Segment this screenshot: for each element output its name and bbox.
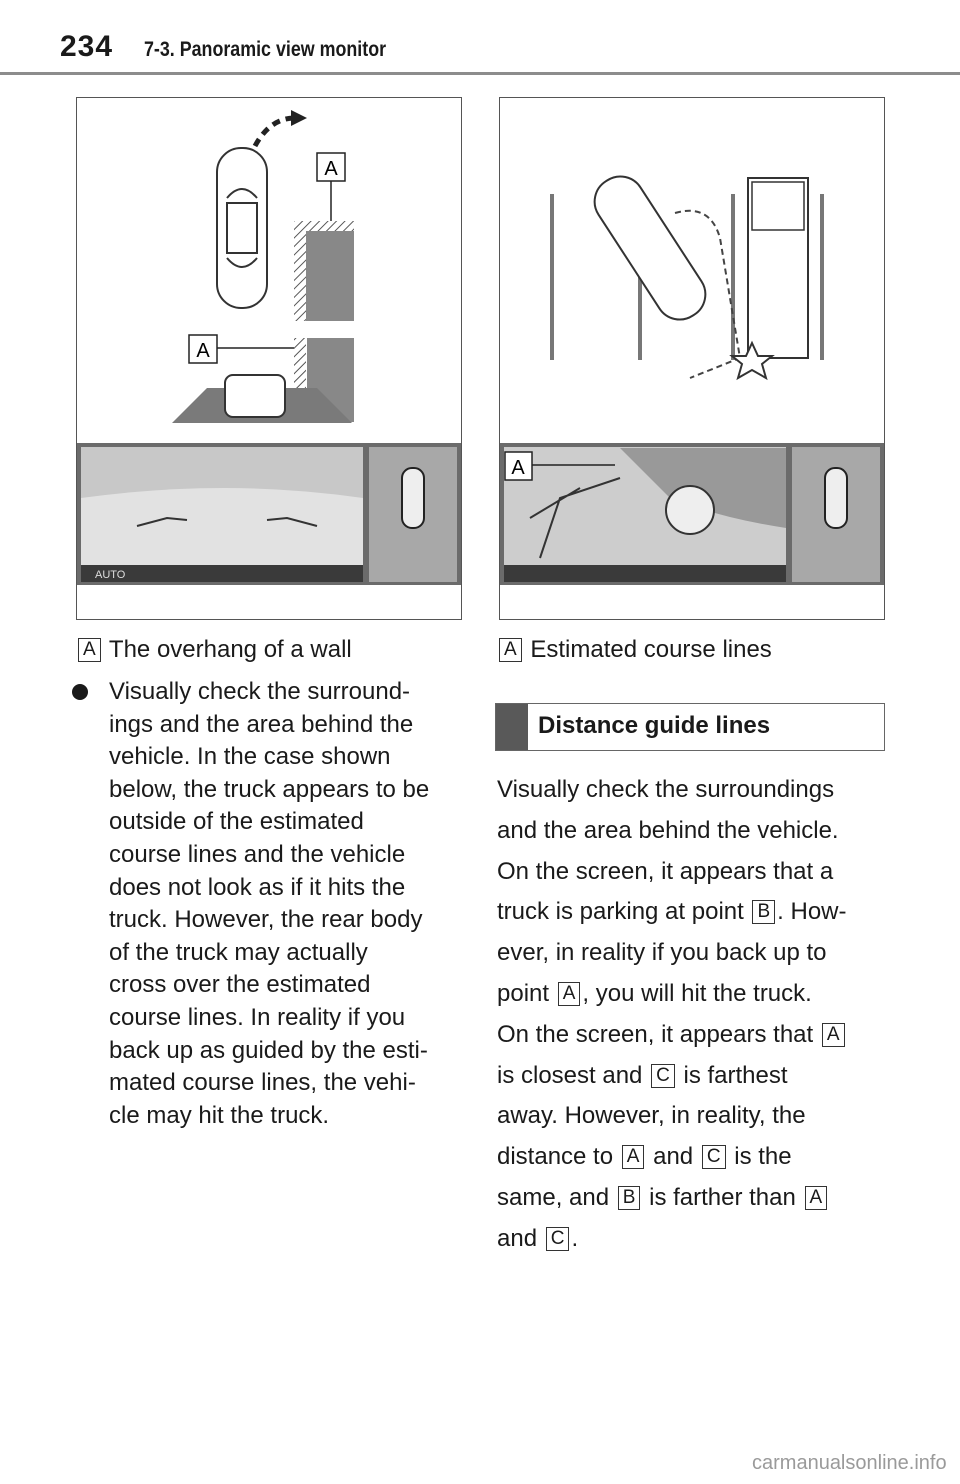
bullet-line: cross over the estimated (109, 971, 371, 999)
bullet-line: mated course lines, the vehi- (109, 1069, 416, 1097)
figure-course-lines: A (499, 97, 885, 620)
bullet-text: Visually check the surround- ings and th… (109, 676, 467, 1132)
para-line: On the screen, it appears that A (497, 1015, 897, 1056)
auto-label: AUTO (95, 569, 126, 581)
wall (294, 221, 354, 422)
bullet-paragraph: Visually check the surround- ings and th… (72, 676, 467, 1132)
course-lines-illustration: A (500, 175, 884, 585)
bullet-line: cle may hit the truck. (109, 1101, 330, 1129)
bullet-line: ings and the area behind the (109, 710, 414, 738)
marker: C (701, 1145, 726, 1170)
bullet-line: back up as guided by the esti- (109, 1036, 428, 1064)
caption-left: A The overhang of a wall (76, 634, 352, 666)
para-line: Visually check the surroundings (497, 776, 835, 803)
para-line: On the screen, it appears that a (497, 857, 834, 885)
bullet-line: of the truck may actually (109, 938, 368, 966)
caption-right-marker: A (499, 638, 522, 662)
marker: C (545, 1226, 570, 1251)
marker: C (651, 1063, 675, 1088)
bullet-line: course lines and the vehicle (109, 840, 406, 868)
bullet-line: Visually check the surround- (109, 678, 411, 705)
rear-car (224, 374, 286, 418)
bullet-line: vehicle. In the case shown (109, 743, 391, 771)
caption-right: A Estimated course lines (497, 634, 772, 666)
caption-left-text: The overhang of a wall (108, 636, 352, 663)
para-line: distance to A and C is the (497, 1143, 792, 1171)
para-line: ever, in reality if you back up to (497, 939, 827, 967)
para-line: and C. (497, 1224, 579, 1252)
distance-paragraph: Visually check the surroundings and the … (497, 770, 897, 1260)
bullet-line: truck. However, the rear body (109, 906, 423, 934)
marker: B (752, 900, 776, 925)
bullet-line: outside of the estimated (109, 808, 364, 836)
marker: A (821, 1022, 845, 1047)
section-title: 7-3. Panoramic view monitor (144, 38, 387, 61)
watermark: carmanualsonline.info (752, 1452, 947, 1474)
bullet-line: below, the truck appears to be (109, 775, 430, 803)
arrow-path (252, 115, 296, 148)
callout-right: A (511, 457, 525, 479)
page-number: 234 (60, 30, 114, 63)
heading-title: Distance guide lines (538, 712, 771, 739)
para-line: point A, you will hit the truck. (497, 979, 812, 1007)
marker: A (557, 981, 581, 1006)
bullet-line: does not look as if it hits the (109, 873, 406, 901)
para-line: and the area behind the vehicle. (497, 816, 839, 844)
distance-guide-heading: Distance guide lines (495, 703, 885, 751)
figure-wall-overhang: A A AUTO (76, 97, 462, 620)
truck (747, 177, 809, 359)
marker: B (617, 1185, 641, 1210)
para-line: is closest and C is farthest (497, 1061, 788, 1089)
callout-mid: A (196, 340, 210, 362)
marker: A (804, 1185, 828, 1210)
car-top-view (216, 147, 268, 309)
header-rule (0, 72, 960, 75)
para-line: truck is parking at point B. How- (497, 898, 847, 926)
caption-right-text: Estimated course lines (530, 636, 772, 663)
reversing-car (593, 175, 707, 321)
bullet-line: course lines. In reality if you (109, 1003, 406, 1031)
callout-top: A (324, 158, 338, 180)
bullet-icon (72, 684, 88, 700)
para-line: away. However, in reality, the (497, 1102, 806, 1130)
arrow-head (291, 110, 307, 126)
para-line: same, and B is farther than A (497, 1178, 897, 1219)
heading-bar (496, 704, 528, 750)
caption-left-marker: A (78, 638, 101, 662)
page-header: 234 7-3. Panoramic view monitor (0, 0, 960, 76)
wall-overhang-illustration: A A AUTO (77, 110, 461, 585)
marker: A (621, 1145, 645, 1170)
